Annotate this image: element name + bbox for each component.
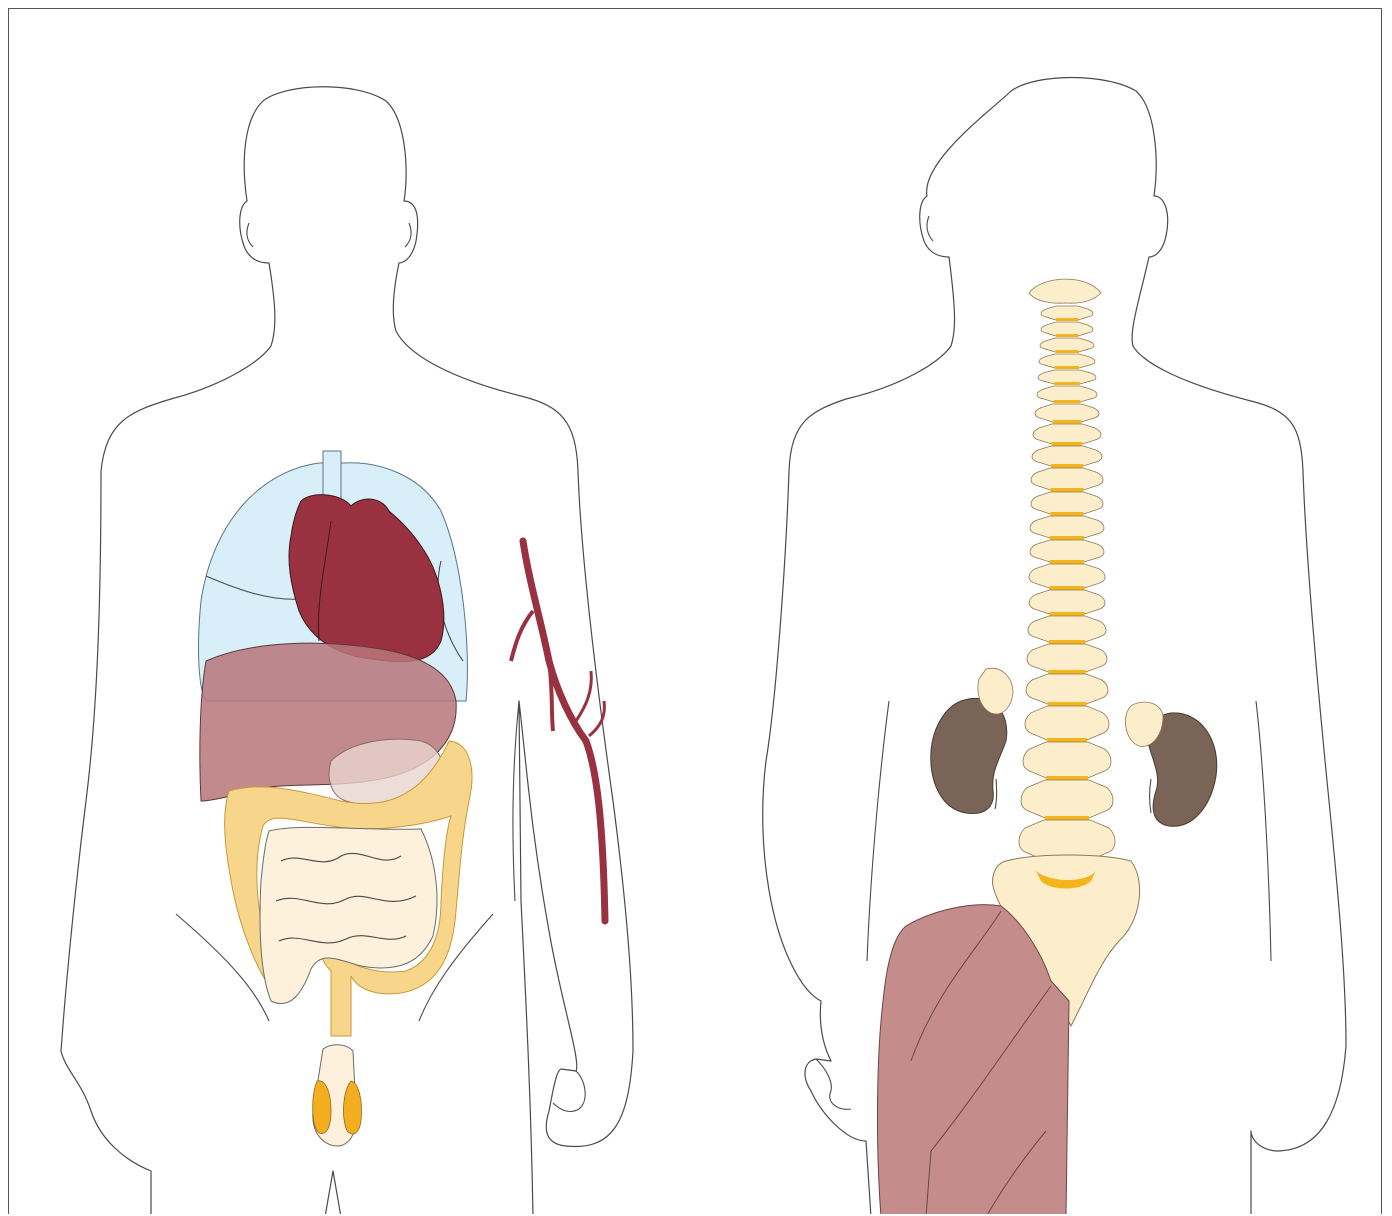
vertebra <box>1028 616 1106 642</box>
vertebra <box>1026 674 1108 704</box>
vertebra <box>1031 468 1103 490</box>
front-body-view <box>61 87 633 1214</box>
vertebra <box>1025 706 1109 740</box>
vertebra <box>1023 742 1111 778</box>
trachea <box>323 451 341 501</box>
vertebra <box>1030 540 1104 562</box>
vertebra <box>1031 492 1103 514</box>
intervertebral-disc <box>1053 420 1082 424</box>
intervertebral-disc <box>1055 366 1079 369</box>
vertebra <box>1029 590 1105 614</box>
vertebra <box>1038 370 1096 384</box>
vertebra <box>1029 564 1105 588</box>
intervertebral-disc <box>1056 334 1078 337</box>
vertebra <box>1040 338 1094 352</box>
vertebra <box>1030 516 1104 538</box>
vertebra <box>1041 322 1093 336</box>
vertebra <box>1027 644 1107 672</box>
vertebra <box>1032 446 1102 466</box>
anatomy-diagram <box>9 9 1382 1214</box>
vertebra <box>1033 424 1101 444</box>
vertebra <box>1035 404 1099 422</box>
intervertebral-disc <box>1052 442 1083 446</box>
vertebra <box>1041 306 1093 320</box>
back-body-view <box>763 78 1346 1215</box>
vertebra <box>1021 780 1113 818</box>
diagram-frame <box>8 8 1382 1214</box>
intervertebral-disc <box>1054 400 1080 403</box>
vertebra <box>1019 820 1115 860</box>
intervertebral-disc <box>1056 318 1078 321</box>
vertebra <box>1037 386 1097 402</box>
vertebra <box>1039 354 1095 368</box>
intervertebral-disc <box>1054 382 1079 385</box>
intervertebral-disc <box>1051 464 1083 468</box>
intervertebral-disc <box>1055 350 1078 353</box>
